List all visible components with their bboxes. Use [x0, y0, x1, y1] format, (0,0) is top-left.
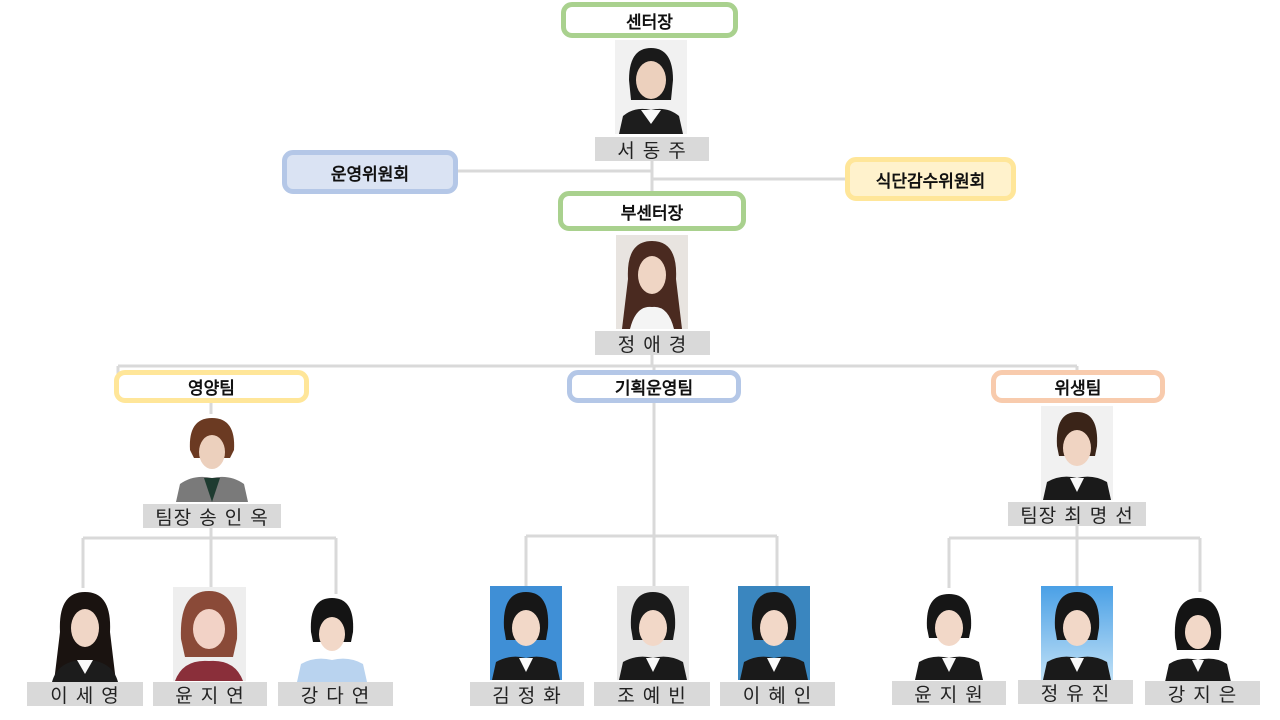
deputy-title-box: 부센터장 — [558, 191, 746, 231]
deputy-photo — [616, 235, 688, 329]
nutrition-team-box: 영양팀 — [114, 370, 309, 403]
planning-team-title: 기획운영팀 — [614, 379, 694, 399]
operations-committee-label: 운영위원회 — [330, 164, 410, 185]
hygiene-member-3-photo — [1163, 592, 1233, 682]
planning-member-3-name-label: 이 혜 인 — [720, 682, 835, 707]
hygiene-member-2-photo — [1041, 586, 1113, 680]
nutrition-member-1-photo — [46, 588, 124, 682]
nutrition-member-1-name-label: 이 세 영 — [27, 682, 143, 707]
deputy-name-label: 정 애 경 — [595, 331, 710, 356]
hygiene-member-2-name-label: 정 유 진 — [1018, 680, 1133, 705]
hygiene-leader-photo — [1041, 406, 1113, 500]
hygiene-team-title: 위생팀 — [1054, 379, 1102, 399]
hygiene-member-1-photo — [913, 588, 985, 680]
planning-member-2-name-label: 조 예 빈 — [594, 682, 710, 707]
nutrition-member-3-name-label: 강 다 연 — [278, 682, 393, 707]
deputy-title: 부센터장 — [620, 203, 684, 224]
menu-review-committee-label: 식단감수위원회 — [875, 171, 986, 192]
hygiene-member-3-name-label: 강 지 은 — [1145, 681, 1260, 706]
menu-review-committee-box: 식단감수위원회 — [845, 157, 1016, 201]
hygiene-leader-name-label: 팀장 최 명 선 — [1008, 502, 1146, 527]
planning-member-1-photo — [490, 586, 562, 680]
nutrition-member-2-name-label: 윤 지 연 — [153, 682, 267, 707]
nutrition-leader-name-label: 팀장 송 인 옥 — [143, 504, 281, 529]
nutrition-member-3-photo — [297, 594, 367, 682]
hygiene-member-1-name-label: 윤 지 원 — [892, 681, 1006, 706]
nutrition-team-title: 영양팀 — [188, 379, 235, 399]
planning-member-2-photo — [617, 586, 689, 680]
operations-committee-box: 운영위원회 — [282, 150, 458, 194]
director-photo — [615, 40, 687, 134]
director-title-box: 센터장 — [561, 2, 738, 38]
planning-member-3-photo — [738, 586, 810, 680]
nutrition-member-2-photo — [173, 587, 246, 681]
planning-member-1-name-label: 김 정 화 — [470, 682, 584, 707]
hygiene-team-box: 위생팀 — [991, 370, 1165, 403]
nutrition-leader-photo — [176, 414, 248, 502]
director-title: 센터장 — [626, 12, 673, 33]
planning-team-box: 기획운영팀 — [567, 370, 741, 403]
director-name-label: 서 동 주 — [595, 137, 709, 162]
